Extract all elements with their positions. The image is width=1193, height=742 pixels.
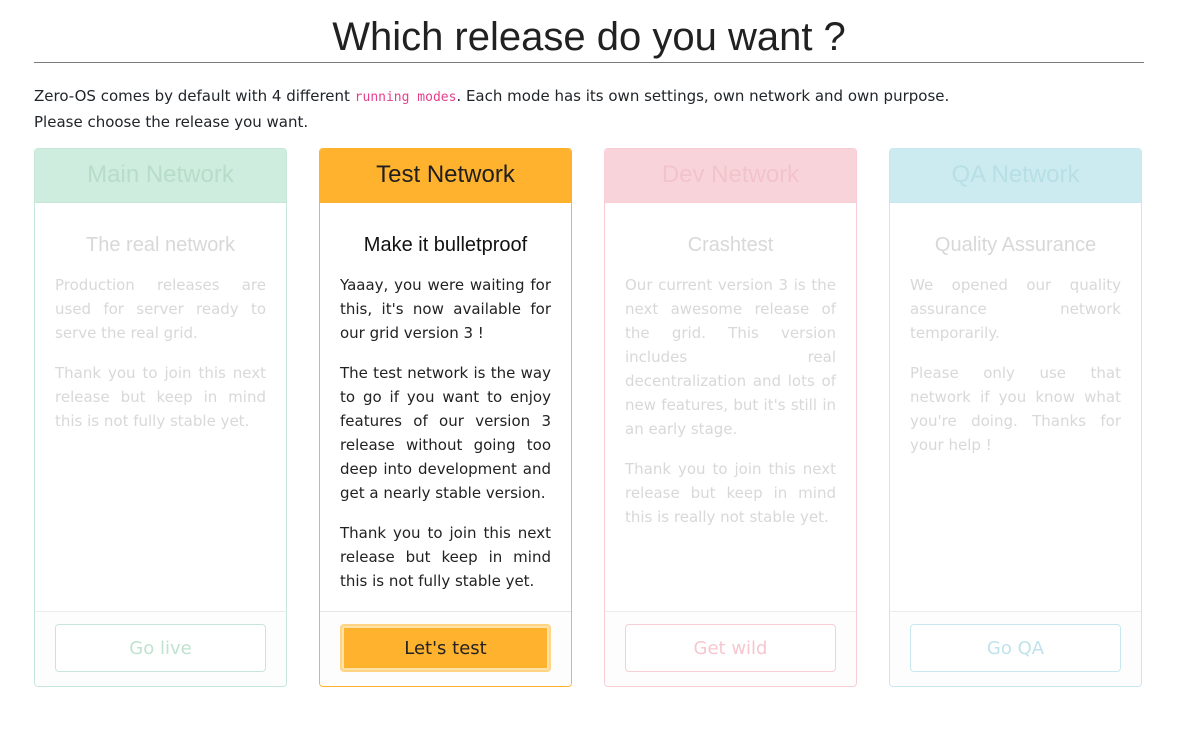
card-subtitle: Quality Assurance bbox=[934, 234, 1097, 256]
card-paragraph: Our current version 3 is the next awesom… bbox=[625, 276, 836, 438]
go-live-button[interactable]: Go live bbox=[55, 624, 266, 672]
card-footer: Go live bbox=[35, 611, 286, 686]
card-paragraph: Thank you to join this next release but … bbox=[625, 460, 836, 526]
card-body: Crashtest Our current version 3 is the n… bbox=[605, 203, 856, 529]
intro-text-start: Zero-OS comes by default with 4 differen… bbox=[34, 87, 355, 105]
card-main-network: Main Network The real network Production… bbox=[34, 148, 287, 687]
card-paragraph: Thank you to join this next release but … bbox=[55, 364, 266, 430]
running-modes-code: running modes bbox=[354, 90, 457, 105]
get-wild-button[interactable]: Get wild bbox=[625, 624, 836, 672]
card-body: The real network Production releases are… bbox=[35, 203, 286, 433]
card-paragraph: The test network is the way to go if you… bbox=[340, 364, 551, 502]
card-dev-network: Dev Network Crashtest Our current versio… bbox=[604, 148, 857, 687]
intro-text: Zero-OS comes by default with 4 differen… bbox=[34, 84, 1154, 135]
card-footer: Go QA bbox=[890, 611, 1141, 686]
card-paragraph: Production releases are used for server … bbox=[55, 276, 266, 342]
card-header: Test Network bbox=[320, 149, 571, 203]
card-header: Main Network bbox=[35, 149, 286, 203]
card-header: QA Network bbox=[890, 149, 1141, 203]
go-qa-button[interactable]: Go QA bbox=[910, 624, 1121, 672]
card-body: Quality Assurance We opened our quality … bbox=[890, 203, 1141, 457]
lets-test-button[interactable]: Let's test bbox=[340, 624, 551, 672]
card-paragraph: We opened our quality assurance network … bbox=[910, 276, 1121, 342]
card-body: Make it bulletproof Yaaay, you were wait… bbox=[320, 203, 571, 593]
intro-text-line2: Please choose the release you want. bbox=[34, 113, 309, 131]
card-subtitle: The real network bbox=[86, 234, 235, 256]
card-footer: Let's test bbox=[320, 611, 571, 686]
title-divider bbox=[34, 62, 1144, 63]
card-header: Dev Network bbox=[605, 149, 856, 203]
card-test-network: Test Network Make it bulletproof Yaaay, … bbox=[319, 148, 572, 687]
page-title: Which release do you want ? bbox=[332, 15, 846, 59]
card-subtitle: Crashtest bbox=[687, 234, 774, 256]
card-qa-network: QA Network Quality Assurance We opened o… bbox=[889, 148, 1142, 687]
card-footer: Get wild bbox=[605, 611, 856, 686]
intro-text-end: . Each mode has its own settings, own ne… bbox=[456, 87, 950, 105]
card-paragraph: Please only use that network if you know… bbox=[910, 364, 1121, 454]
card-paragraph: Yaaay, you were waiting for this, it's n… bbox=[340, 276, 551, 342]
card-paragraph: Thank you to join this next release but … bbox=[340, 524, 551, 590]
card-subtitle: Make it bulletproof bbox=[363, 234, 528, 256]
